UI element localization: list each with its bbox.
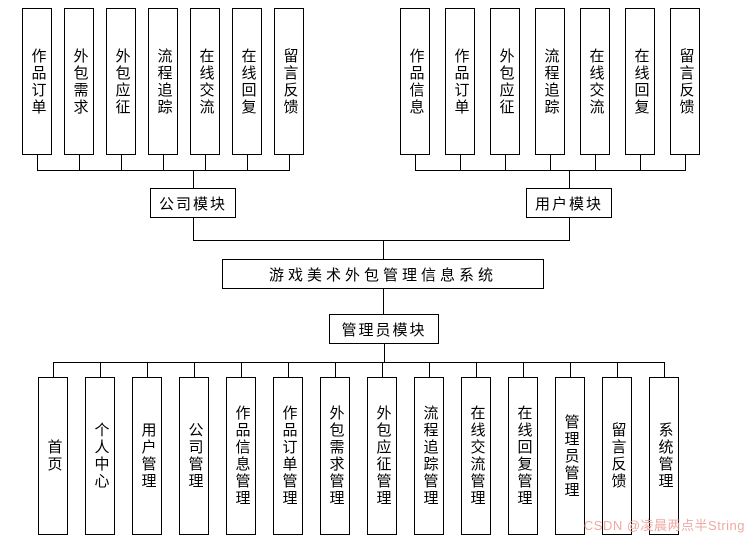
connector-line — [382, 362, 383, 377]
connector-line — [476, 362, 477, 377]
connector-line — [384, 344, 385, 362]
connector-line — [550, 155, 551, 170]
user-item-4: 流程追踪 — [535, 8, 565, 155]
connector-line — [335, 362, 336, 377]
admin-item-4: 公司管理 — [179, 377, 209, 535]
connector-line — [193, 218, 194, 240]
connector-line — [193, 170, 194, 188]
user-item-2: 作品订单 — [445, 8, 475, 155]
user-item-3: 外包应征 — [490, 8, 520, 155]
company-item-3: 外包应征 — [106, 8, 136, 155]
admin-item-10: 在线交流管理 — [461, 377, 491, 535]
user-item-5: 在线交流 — [580, 8, 610, 155]
connector-line — [289, 155, 290, 170]
admin-item-8: 外包应征管理 — [367, 377, 397, 535]
connector-line — [241, 362, 242, 377]
admin-item-12: 管理员管理 — [555, 377, 585, 535]
admin-module-box: 管理员模块 — [329, 314, 439, 344]
connector-line — [205, 155, 206, 170]
admin-item-1: 首页 — [38, 377, 68, 535]
user-item-6: 在线回复 — [625, 8, 655, 155]
connector-line — [570, 362, 571, 377]
connector-line — [429, 362, 430, 377]
connector-line — [415, 155, 416, 170]
connector-line — [121, 155, 122, 170]
connector-line — [163, 155, 164, 170]
company-item-1: 作品订单 — [22, 8, 52, 155]
connector-line — [37, 155, 38, 170]
connector-line — [460, 155, 461, 170]
connector-line — [100, 362, 101, 377]
company-item-5: 在线交流 — [190, 8, 220, 155]
user-item-7: 留言反馈 — [670, 8, 700, 155]
connector-line — [664, 362, 665, 377]
connector-line — [617, 362, 618, 377]
company-item-2: 外包需求 — [64, 8, 94, 155]
connector-line — [194, 362, 195, 377]
connector-line — [288, 362, 289, 377]
connector-line — [53, 362, 665, 363]
connector-line — [383, 289, 384, 314]
admin-item-6: 作品订单管理 — [273, 377, 303, 535]
system-title-box: 游戏美术外包管理信息系统 — [222, 259, 544, 289]
connector-line — [569, 218, 570, 240]
admin-item-13: 留言反馈 — [602, 377, 632, 535]
connector-line — [53, 362, 54, 377]
connector-line — [685, 155, 686, 170]
admin-item-9: 流程追踪管理 — [414, 377, 444, 535]
company-item-4: 流程追踪 — [148, 8, 178, 155]
connector-line — [505, 155, 506, 170]
connector-line — [595, 155, 596, 170]
admin-item-3: 用户管理 — [132, 377, 162, 535]
admin-item-11: 在线回复管理 — [508, 377, 538, 535]
connector-line — [640, 155, 641, 170]
admin-item-2: 个人中心 — [85, 377, 115, 535]
connector-line — [37, 170, 290, 171]
connector-line — [523, 362, 524, 377]
connector-line — [383, 240, 384, 259]
connector-line — [147, 362, 148, 377]
connector-line — [569, 170, 570, 188]
company-item-6: 在线回复 — [232, 8, 262, 155]
connector-line — [247, 155, 248, 170]
company-module-box: 公司模块 — [150, 188, 236, 218]
admin-item-5: 作品信息管理 — [226, 377, 256, 535]
user-module-box: 用户模块 — [526, 188, 612, 218]
admin-item-14: 系统管理 — [649, 377, 679, 535]
connector-line — [415, 170, 686, 171]
connector-line — [193, 240, 570, 241]
company-item-7: 留言反馈 — [274, 8, 304, 155]
user-item-1: 作品信息 — [400, 8, 430, 155]
connector-line — [79, 155, 80, 170]
admin-item-7: 外包需求管理 — [320, 377, 350, 535]
